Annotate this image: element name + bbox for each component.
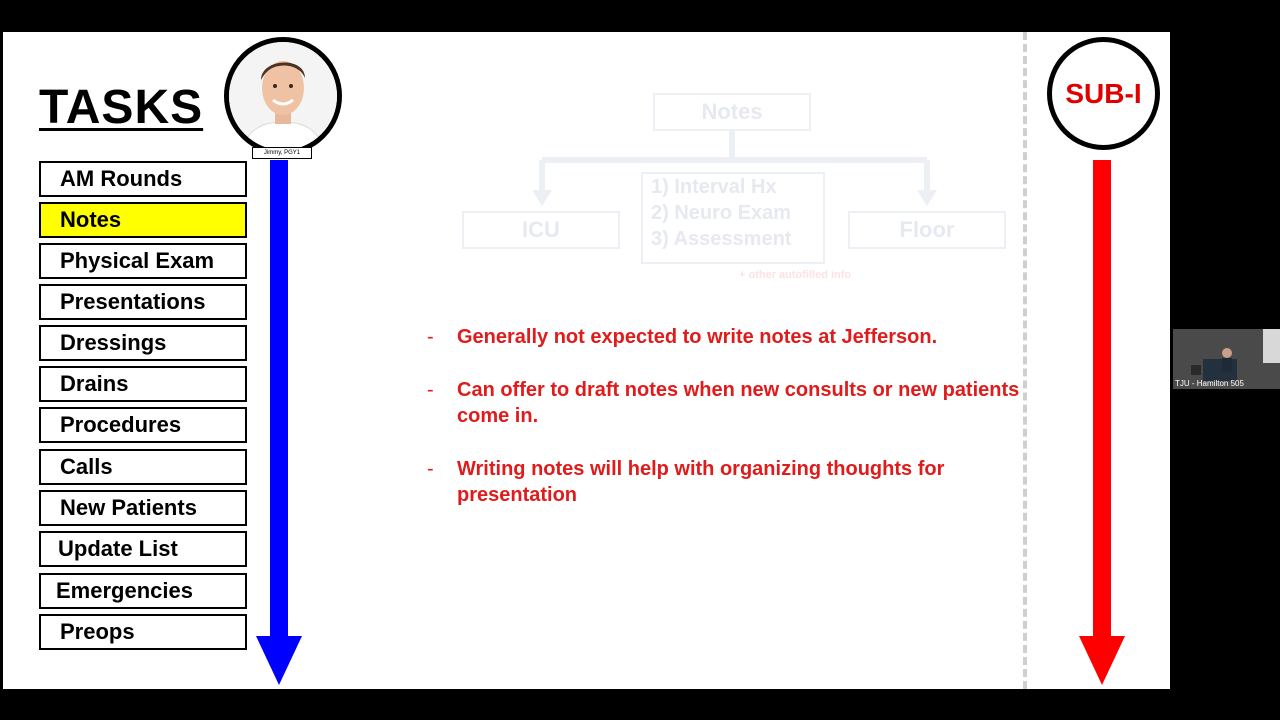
lecture-room-video-icon bbox=[1173, 329, 1280, 389]
camera-thumbnail[interactable]: TJU - Hamilton 505 bbox=[1173, 329, 1280, 389]
task-drains: Drains bbox=[39, 366, 247, 402]
faded-note-items: 1) Interval Hx 2) Neuro Exam 3) Assessme… bbox=[641, 172, 825, 264]
bullet-dash: - bbox=[427, 326, 434, 348]
bullet-dash: - bbox=[427, 379, 434, 401]
avatar bbox=[224, 37, 342, 155]
blue-arrow-icon bbox=[256, 160, 302, 685]
faded-item: 3) Assessment bbox=[651, 228, 792, 250]
faded-flow-lines bbox=[532, 130, 937, 206]
bullet-item: - Writing notes will help with organizing… bbox=[427, 456, 1027, 508]
camera-label: TJU - Hamilton 505 bbox=[1175, 379, 1244, 388]
task-label: Dressings bbox=[60, 330, 167, 355]
task-label: Update List bbox=[58, 536, 178, 561]
sub-i-badge: SUB-I bbox=[1047, 37, 1160, 150]
task-label: Emergencies bbox=[56, 578, 193, 603]
bullet-dash: - bbox=[427, 458, 434, 480]
bullet-text: Can offer to draft notes when new consul… bbox=[457, 379, 1020, 427]
avatar-caption: Jimmy, PGY1 bbox=[252, 147, 312, 159]
task-new-patients: New Patients bbox=[39, 490, 247, 526]
dashed-divider bbox=[1023, 32, 1027, 689]
faded-icu-box: ICU bbox=[462, 211, 620, 249]
task-notes: Notes bbox=[39, 202, 247, 238]
task-label: New Patients bbox=[60, 495, 197, 520]
task-am-rounds: AM Rounds bbox=[39, 161, 247, 197]
person-portrait-icon bbox=[229, 42, 337, 150]
task-dressings: Dressings bbox=[39, 325, 247, 361]
bullet-item: - Can offer to draft notes when new consu… bbox=[427, 377, 1027, 429]
task-emergencies: Emergencies bbox=[39, 573, 247, 609]
task-procedures: Procedures bbox=[39, 407, 247, 443]
sub-i-label: SUB-I bbox=[1065, 77, 1142, 109]
task-calls: Calls bbox=[39, 449, 247, 485]
task-physical-exam: Physical Exam bbox=[39, 243, 247, 279]
task-label: Notes bbox=[60, 207, 122, 232]
task-label: Preops bbox=[60, 619, 135, 644]
bullet-list: - Generally not expected to write notes a… bbox=[427, 324, 1027, 535]
task-label: Presentations bbox=[60, 289, 206, 314]
bullet-item: - Generally not expected to write notes a… bbox=[427, 324, 1027, 350]
task-label: Calls bbox=[60, 454, 113, 479]
task-label: Physical Exam bbox=[60, 248, 215, 273]
slide: TASKS Jimmy, PGY1 AM Rounds Notes Physic… bbox=[3, 32, 1170, 689]
faded-notes-box: Notes bbox=[653, 93, 811, 131]
bullet-text: Writing notes will help with organizing … bbox=[457, 458, 945, 506]
task-label: Drains bbox=[60, 371, 129, 396]
bullet-text: Generally not expected to write notes at… bbox=[457, 326, 938, 348]
task-presentations: Presentations bbox=[39, 284, 247, 320]
task-preops: Preops bbox=[39, 614, 247, 650]
task-label: Procedures bbox=[60, 412, 182, 437]
faded-floor-box: Floor bbox=[848, 211, 1006, 249]
slide-title: TASKS bbox=[39, 81, 204, 134]
red-arrow-icon bbox=[1079, 160, 1125, 685]
faded-item: 2) Neuro Exam bbox=[651, 202, 792, 224]
faded-item: 1) Interval Hx bbox=[651, 176, 777, 198]
faded-footnote: + other autofilled info bbox=[739, 269, 852, 281]
task-label: AM Rounds bbox=[60, 166, 183, 191]
task-update-list: Update List bbox=[39, 531, 247, 567]
